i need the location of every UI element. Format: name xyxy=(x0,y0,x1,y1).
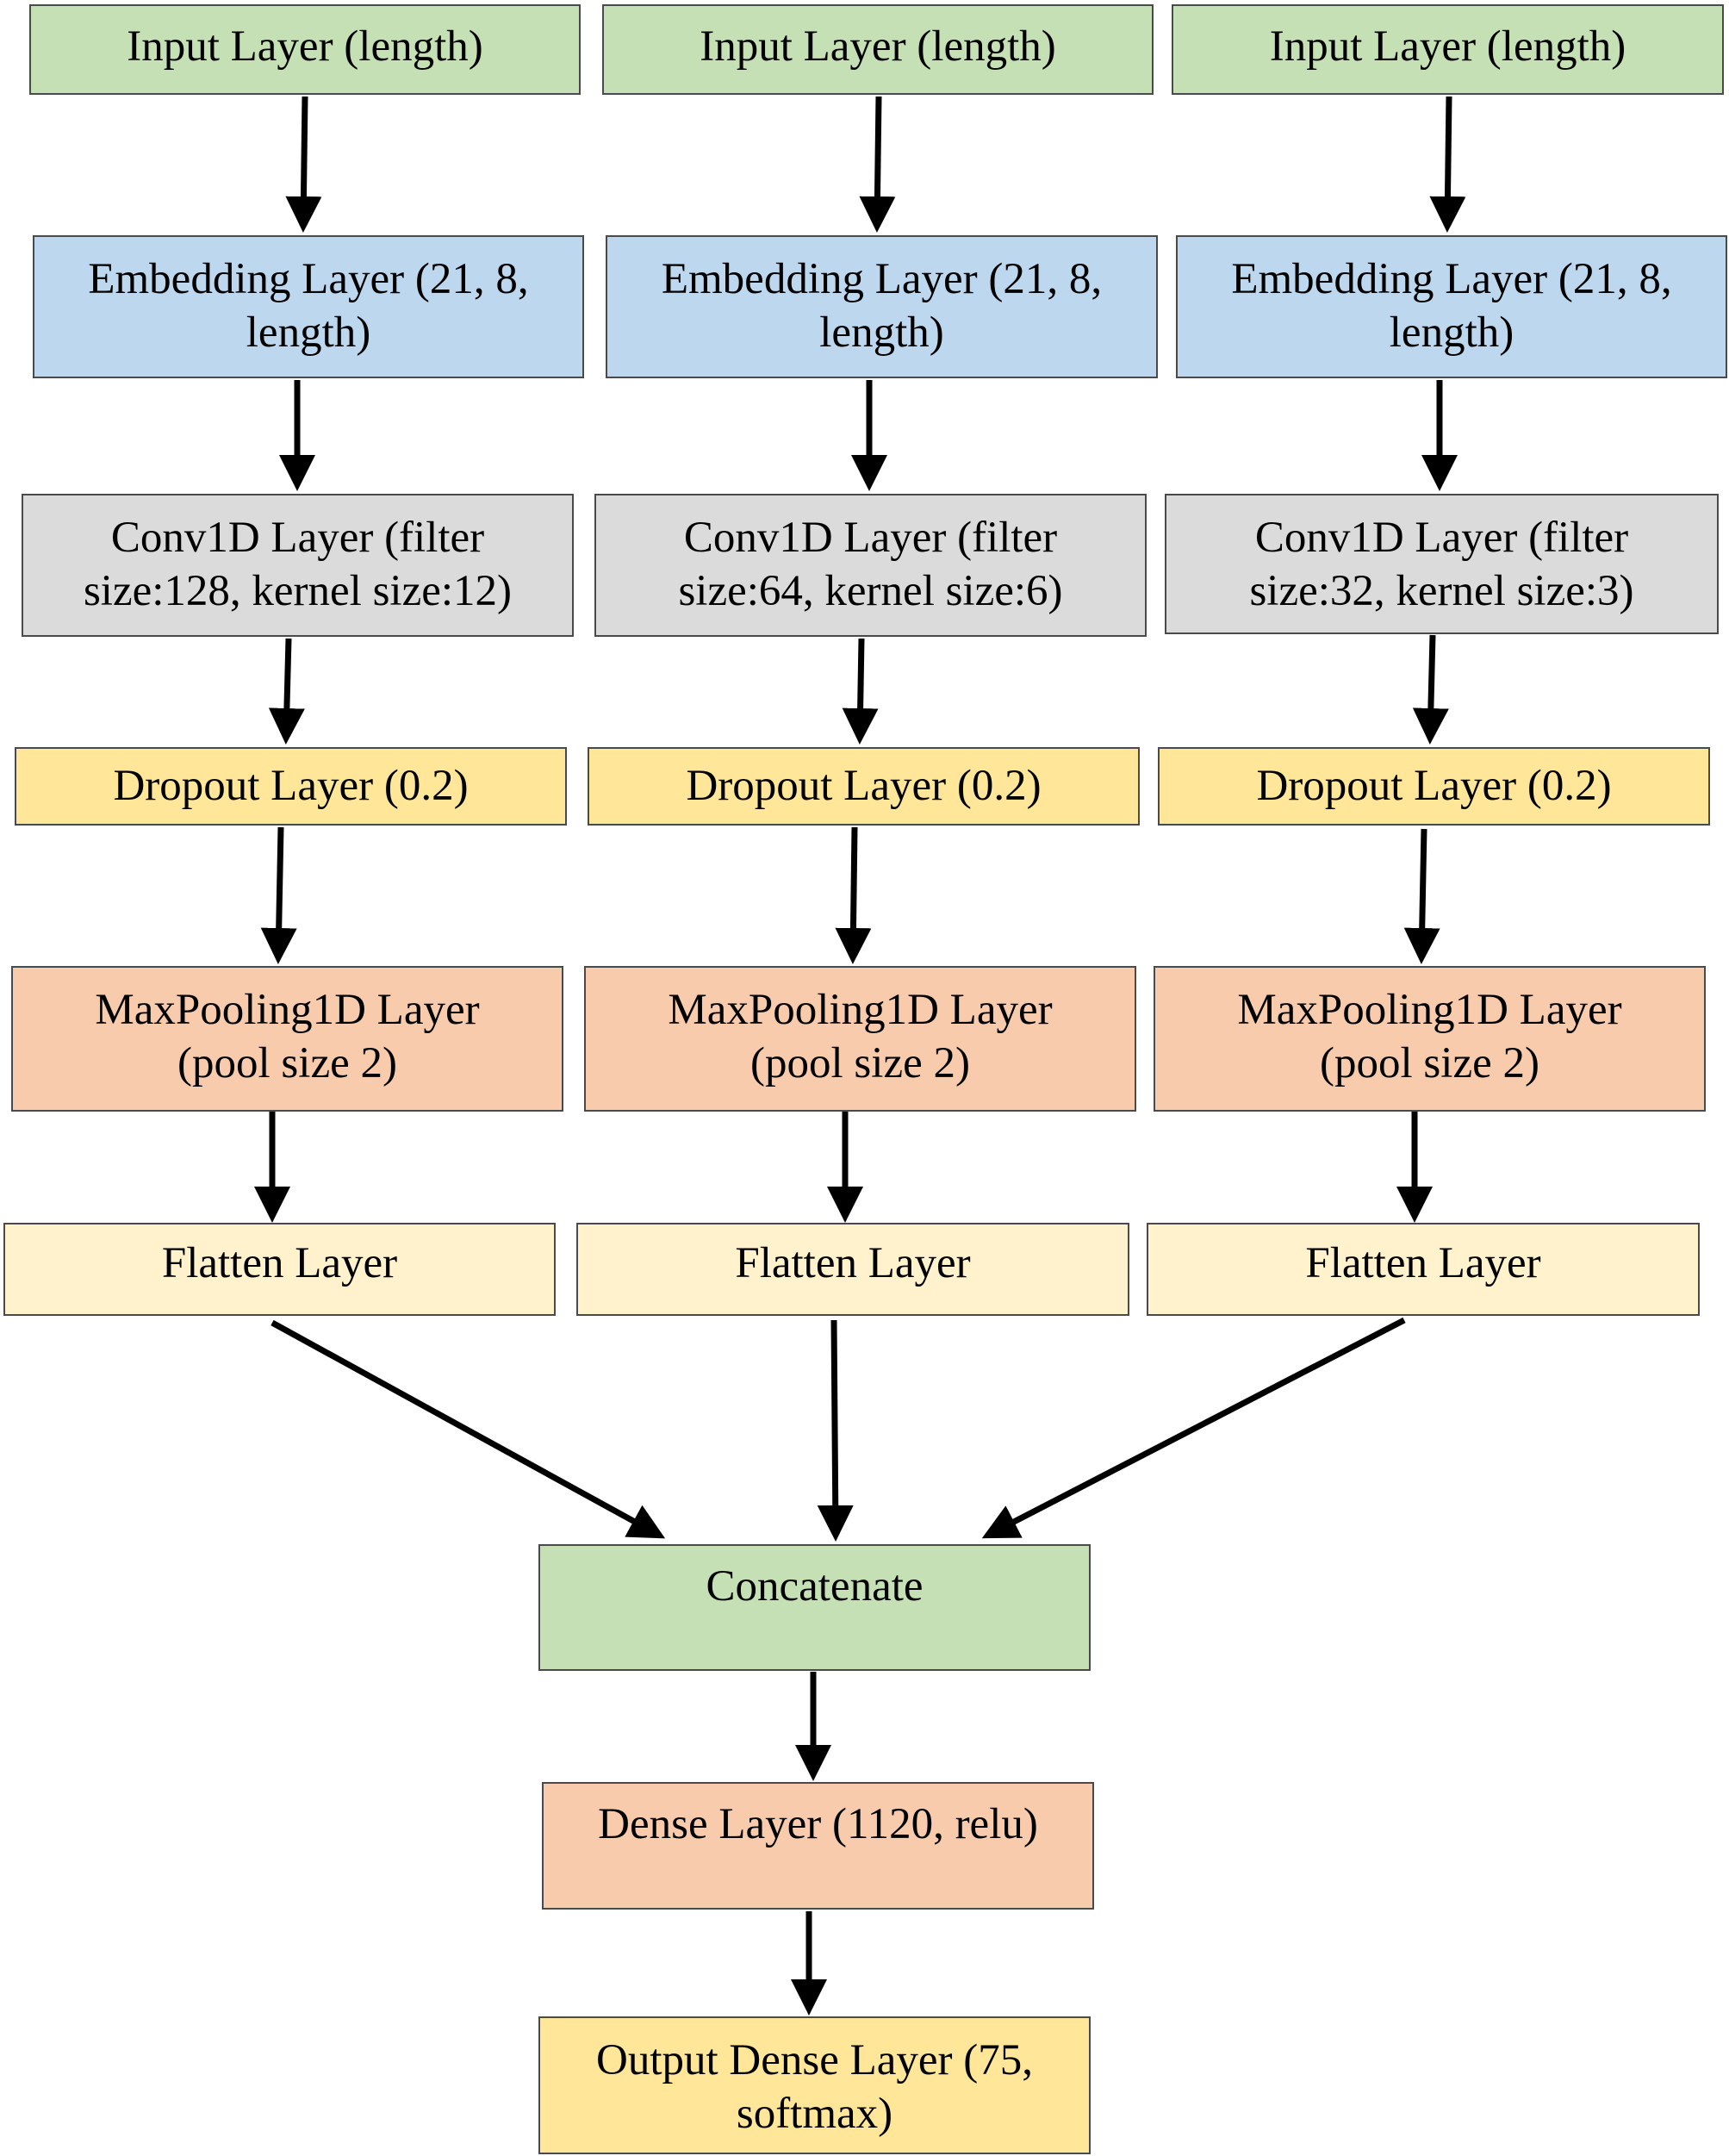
c1-input-layer: Input Layer (length) xyxy=(29,4,581,95)
c3-dropout-layer: Dropout Layer (0.2) xyxy=(1158,747,1710,826)
concatenate-layer: Concatenate xyxy=(538,1544,1091,1671)
c3-flatten-layer: Flatten Layer xyxy=(1147,1223,1700,1316)
arrow-c3-input-embedding xyxy=(1429,96,1466,233)
c2-dropout-label: Dropout Layer (0.2) xyxy=(686,762,1042,810)
c3-conv1d-layer: Conv1D Layer (filter size:32, kernel siz… xyxy=(1165,494,1719,634)
c3-pooling-line2: (pool size 2) xyxy=(1320,1039,1539,1087)
c3-flatten-label: Flatten Layer xyxy=(1305,1239,1541,1287)
c3-conv1d-line1: Conv1D Layer (filter xyxy=(1254,514,1629,562)
c3-dropout-label: Dropout Layer (0.2) xyxy=(1256,762,1612,810)
c2-input-label: Input Layer (length) xyxy=(700,22,1056,71)
c2-flatten-layer: Flatten Layer xyxy=(576,1223,1129,1316)
c1-pooling-line2: (pool size 2) xyxy=(177,1039,397,1087)
output-line2: softmax) xyxy=(736,2090,893,2138)
dense-label: Dense Layer (1120, relu) xyxy=(598,1800,1038,1848)
c1-flatten-label: Flatten Layer xyxy=(161,1239,398,1287)
arrow-c2-conv-dropout xyxy=(842,638,879,745)
c1-embedding-layer: Embedding Layer (21, 8, length) xyxy=(33,235,584,378)
c2-pooling-line1: MaxPooling1D Layer xyxy=(668,986,1053,1034)
arrow-c1-conv-dropout xyxy=(268,638,305,745)
c1-flatten-layer: Flatten Layer xyxy=(3,1223,556,1316)
c1-dropout-label: Dropout Layer (0.2) xyxy=(113,762,469,810)
c3-embedding-layer: Embedding Layer (21, 8, length) xyxy=(1176,235,1727,378)
c1-pooling-line1: MaxPooling1D Layer xyxy=(95,986,480,1034)
c3-embedding-line1: Embedding Layer (21, 8, xyxy=(1231,255,1672,303)
dense-layer: Dense Layer (1120, relu) xyxy=(542,1782,1094,1910)
c1-input-label: Input Layer (length) xyxy=(127,22,483,71)
c1-embedding-line2: length) xyxy=(246,308,371,357)
c1-maxpooling1d-layer: MaxPooling1D Layer (pool size 2) xyxy=(11,966,563,1112)
c3-maxpooling1d-layer: MaxPooling1D Layer (pool size 2) xyxy=(1154,966,1706,1112)
c2-conv1d-layer: Conv1D Layer (filter size:64, kernel siz… xyxy=(594,494,1147,637)
concatenate-label: Concatenate xyxy=(706,1562,924,1611)
arrow-c2-input-embedding xyxy=(859,96,896,233)
c2-maxpooling1d-layer: MaxPooling1D Layer (pool size 2) xyxy=(584,966,1136,1112)
arrow-c1-dropout-pooling xyxy=(260,826,297,964)
c2-flatten-label: Flatten Layer xyxy=(735,1239,971,1287)
arrow-c3-flatten-concatenate xyxy=(981,1317,1406,1539)
c1-conv1d-line1: Conv1D Layer (filter xyxy=(110,514,485,562)
c1-dropout-layer: Dropout Layer (0.2) xyxy=(15,747,567,826)
c2-pooling-line2: (pool size 2) xyxy=(750,1039,970,1087)
c1-conv1d-layer: Conv1D Layer (filter size:128, kernel si… xyxy=(22,494,574,637)
arrow-c1-flatten-concatenate xyxy=(271,1319,666,1539)
c2-embedding-layer: Embedding Layer (21, 8, length) xyxy=(606,235,1158,378)
c1-embedding-line1: Embedding Layer (21, 8, xyxy=(88,255,529,303)
c1-conv1d-line2: size:128, kernel size:12) xyxy=(83,567,513,615)
output-line1: Output Dense Layer (75, xyxy=(595,2036,1033,2084)
arrow-c3-conv-dropout xyxy=(1412,634,1449,745)
c2-embedding-line2: length) xyxy=(819,308,944,357)
c3-embedding-line2: length) xyxy=(1389,308,1514,357)
c3-input-label: Input Layer (length) xyxy=(1269,22,1626,71)
c2-dropout-layer: Dropout Layer (0.2) xyxy=(588,747,1140,826)
c2-embedding-line1: Embedding Layer (21, 8, xyxy=(661,255,1103,303)
arrow-c2-dropout-pooling xyxy=(835,826,872,964)
c3-input-layer: Input Layer (length) xyxy=(1172,4,1724,95)
output-dense-layer: Output Dense Layer (75, softmax) xyxy=(538,2016,1091,2154)
c2-conv1d-line1: Conv1D Layer (filter xyxy=(683,514,1058,562)
c3-pooling-line1: MaxPooling1D Layer xyxy=(1237,986,1622,1034)
arrow-c2-flatten-concatenate xyxy=(817,1319,854,1542)
c3-conv1d-line2: size:32, kernel size:3) xyxy=(1249,567,1634,615)
c2-conv1d-line2: size:64, kernel size:6) xyxy=(678,567,1063,615)
arrow-c3-dropout-pooling xyxy=(1403,828,1440,964)
arrow-c1-input-embedding xyxy=(285,96,322,233)
c2-input-layer: Input Layer (length) xyxy=(602,4,1154,95)
